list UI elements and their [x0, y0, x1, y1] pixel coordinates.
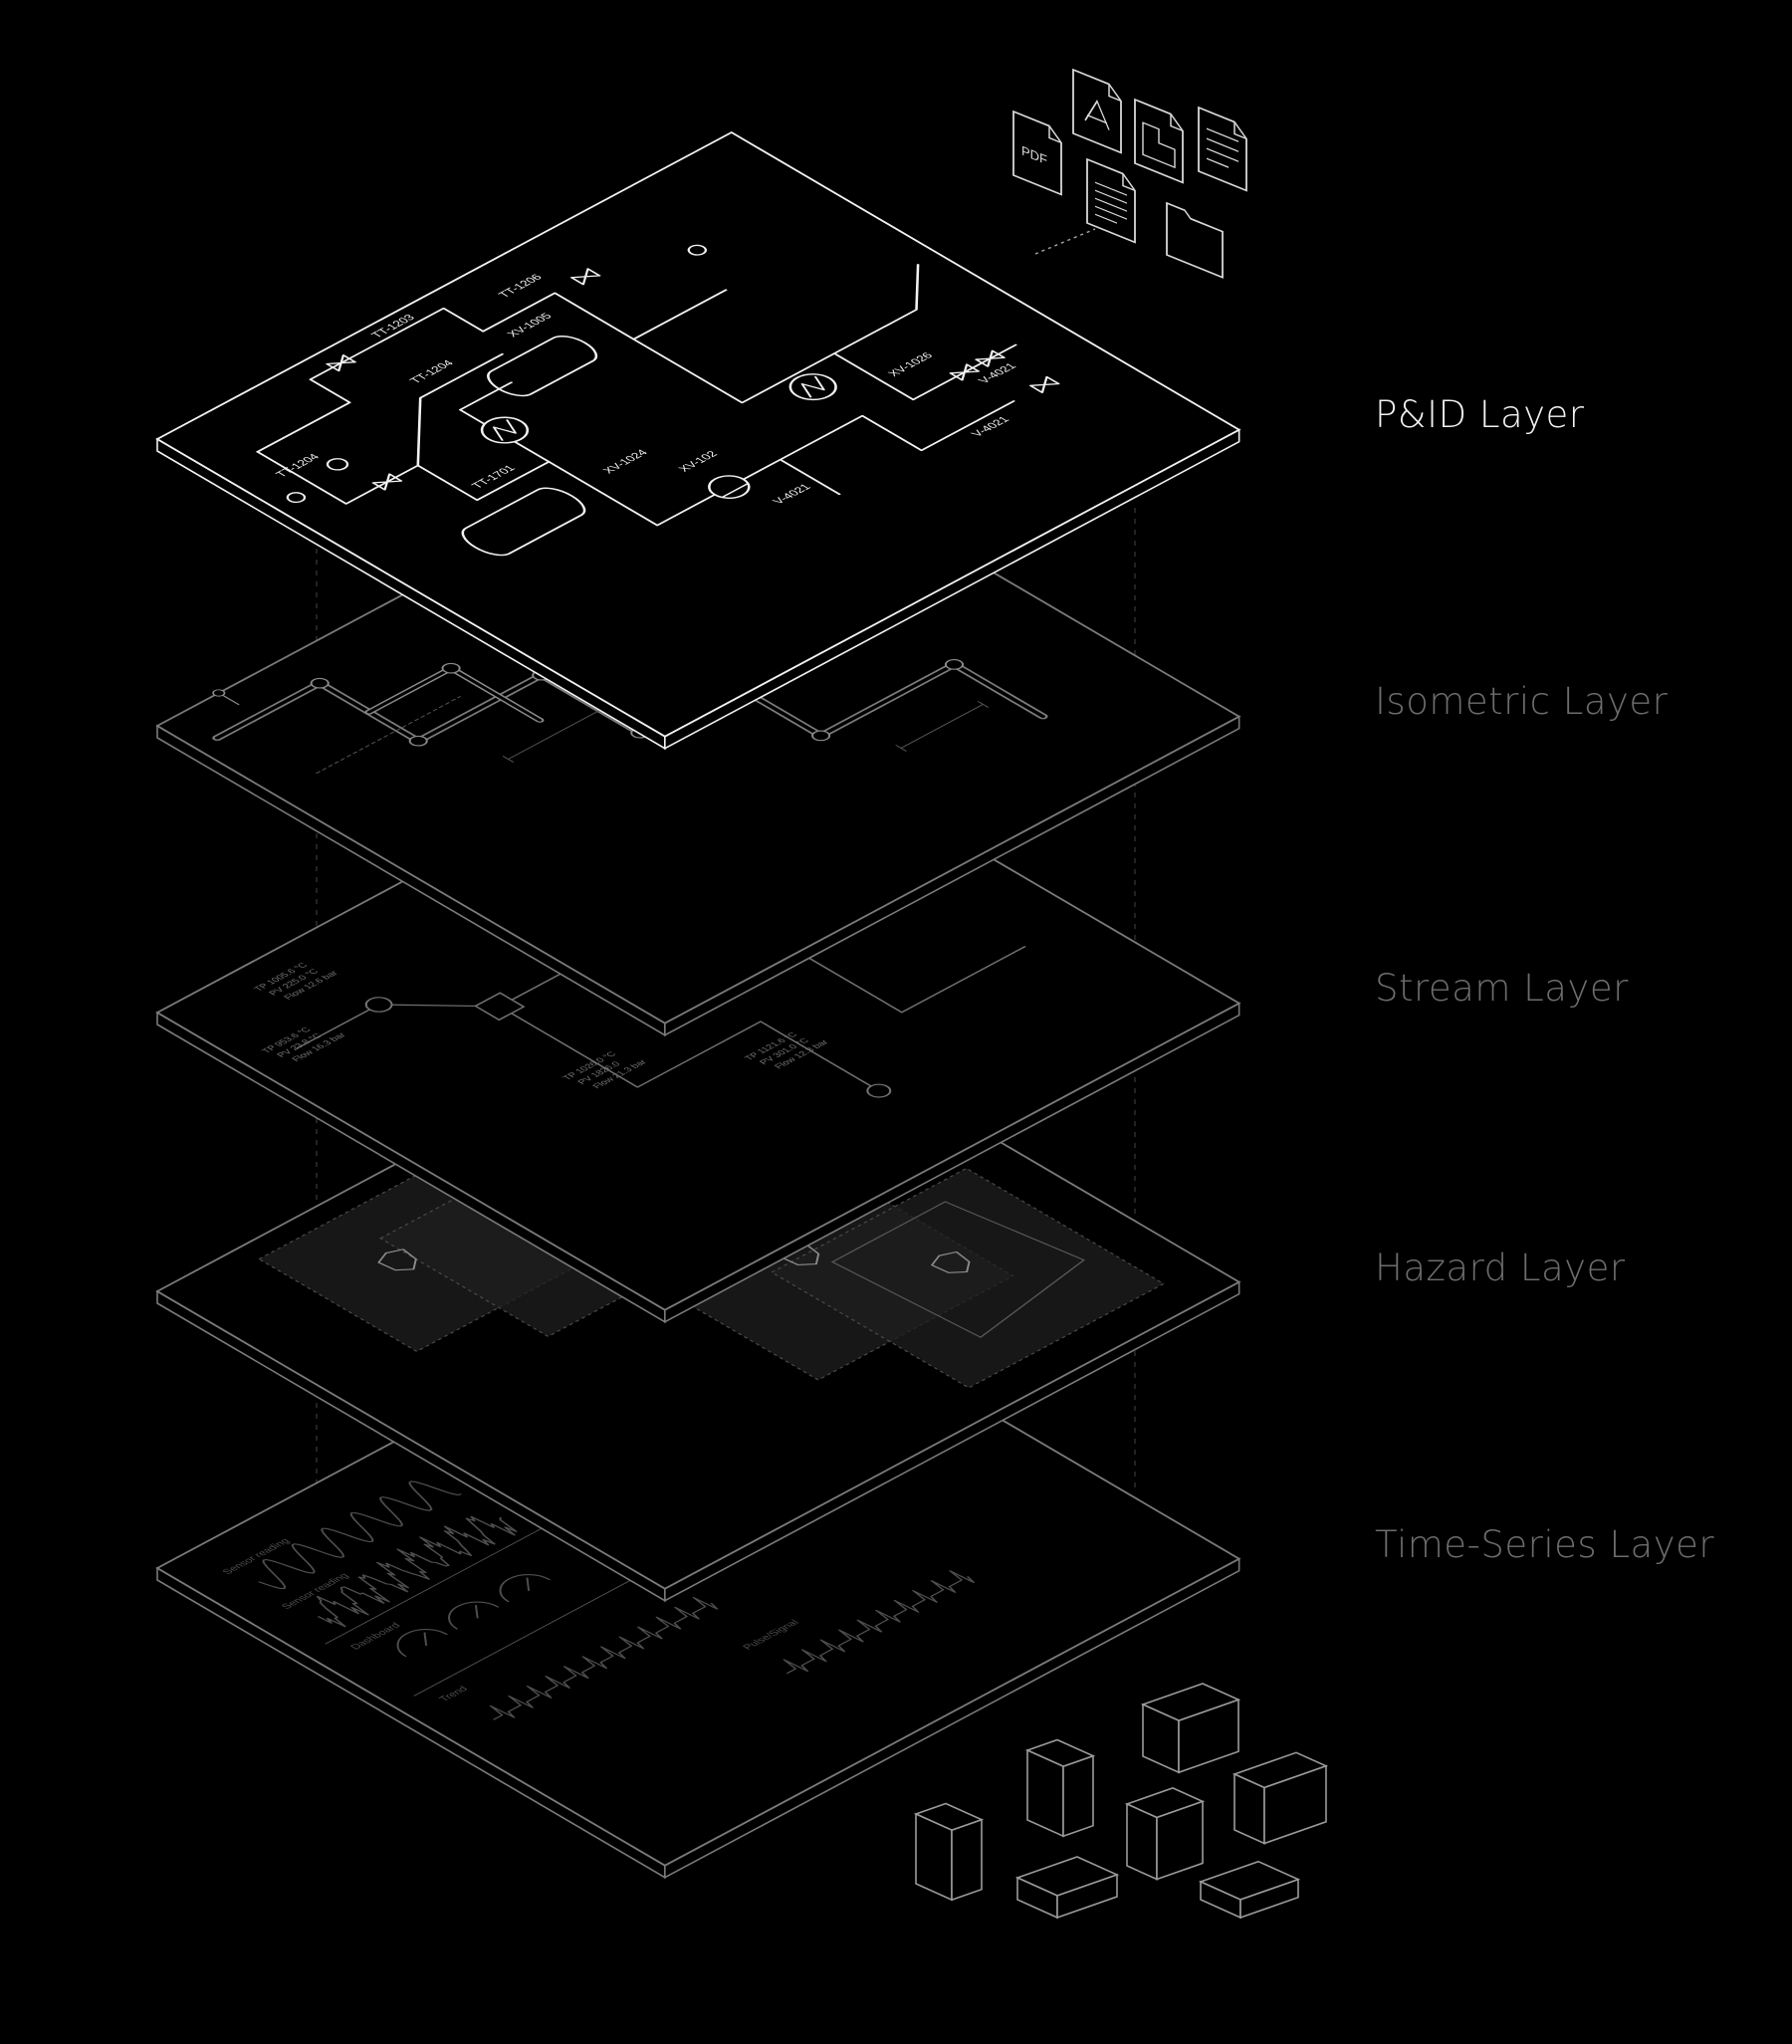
pid-valve-icon: [371, 473, 403, 491]
pid-line: [458, 381, 551, 463]
pid-heat-exchanger-symbol: [492, 419, 518, 441]
text-file-icon[interactable]: [1086, 157, 1136, 244]
pulse-signal: [783, 1570, 975, 1675]
iso-dimension-line: [316, 696, 461, 774]
pid-line: [256, 307, 485, 453]
folder-icon[interactable]: [1166, 201, 1224, 279]
shield-icon: [931, 1250, 971, 1273]
dashboard-gauge: [499, 1573, 551, 1603]
pid-instrument-bubble: [326, 458, 349, 471]
layer-label-pid[interactable]: P&ID Layer: [1375, 393, 1585, 436]
server-tower-icon[interactable]: [913, 1802, 985, 1902]
gauge-needle: [475, 1604, 479, 1619]
hardware-devices-cluster: [913, 1683, 1329, 1920]
pid-pump: [708, 475, 751, 500]
file-icons-cluster: PDF: [1012, 68, 1247, 279]
pid-vessel-column: [487, 336, 598, 397]
pid-valve-icon: [949, 363, 981, 381]
hazard-zone[interactable]: [770, 1167, 1166, 1389]
pid-valve-icon: [975, 349, 1006, 367]
layer-label-stream[interactable]: Stream Layer: [1375, 967, 1629, 1010]
pid-line: [832, 264, 920, 354]
pid-line: [481, 289, 728, 341]
pid-valve-icon: [326, 354, 356, 372]
server-tower-icon[interactable]: [1024, 1738, 1096, 1838]
oscilloscope-icon[interactable]: [1140, 1683, 1241, 1774]
gauge-needle: [423, 1632, 428, 1647]
pid-heat-exchanger-symbol: [800, 375, 825, 398]
sensor-wave-2: [316, 1515, 518, 1628]
layer-label-isometric[interactable]: Isometric Layer: [1375, 680, 1669, 723]
stream-branch-flow: [498, 1006, 880, 1092]
sensor-wave-1: [258, 1480, 462, 1590]
layer-label-hazard[interactable]: Hazard Layer: [1375, 1247, 1626, 1289]
ts-divider: [325, 1522, 641, 1697]
layer-label-timeseries[interactable]: Time-Series Layer: [1375, 1523, 1715, 1566]
form-file-icon[interactable]: [1198, 106, 1247, 192]
acrobat-file-icon[interactable]: [1072, 68, 1122, 154]
stream-node: [866, 1083, 892, 1098]
plate-top-pid[interactable]: [155, 130, 1241, 738]
monitor-icon[interactable]: [1124, 1787, 1206, 1881]
iso-pipe-fitting: [310, 677, 330, 689]
trend-pulse: [489, 1596, 719, 1720]
iso-pipe-fitting: [441, 662, 461, 674]
pid-instrument-bubble: [286, 492, 307, 504]
pid-valve-icon: [1028, 375, 1060, 393]
hazard-zone-outline: [830, 1201, 1085, 1338]
stream-node: [364, 997, 393, 1013]
gauge-needle: [526, 1577, 531, 1592]
plc-rack-icon[interactable]: [1232, 1751, 1329, 1845]
file-link-dotted: [1034, 228, 1096, 255]
controller-box-icon[interactable]: [1014, 1856, 1120, 1920]
pid-valve-icon: [569, 268, 601, 286]
pdf-file-icon[interactable]: PDF: [1012, 110, 1062, 196]
iso-pipe-fitting: [944, 659, 965, 670]
network-switch-icon[interactable]: [1198, 1860, 1301, 1920]
pid-instrument-bubble: [687, 244, 708, 256]
pid-line: [779, 400, 1015, 461]
pid-vessel-drum: [461, 487, 586, 557]
pid-line: [416, 352, 504, 467]
iso-valve-handwheel: [212, 689, 226, 697]
dashboard-gauge: [448, 1601, 500, 1630]
shield-icon: [377, 1249, 417, 1271]
pid-pump-base: [721, 483, 749, 498]
drawing-file-icon[interactable]: [1134, 98, 1184, 184]
stream-mixer-block[interactable]: [474, 992, 526, 1022]
iso-dimension-line: [895, 701, 990, 752]
iso-pipe-fitting: [811, 730, 831, 742]
iso-pipe-fitting: [408, 735, 428, 747]
dashboard-gauge: [396, 1628, 448, 1658]
pid-line: [632, 338, 915, 404]
